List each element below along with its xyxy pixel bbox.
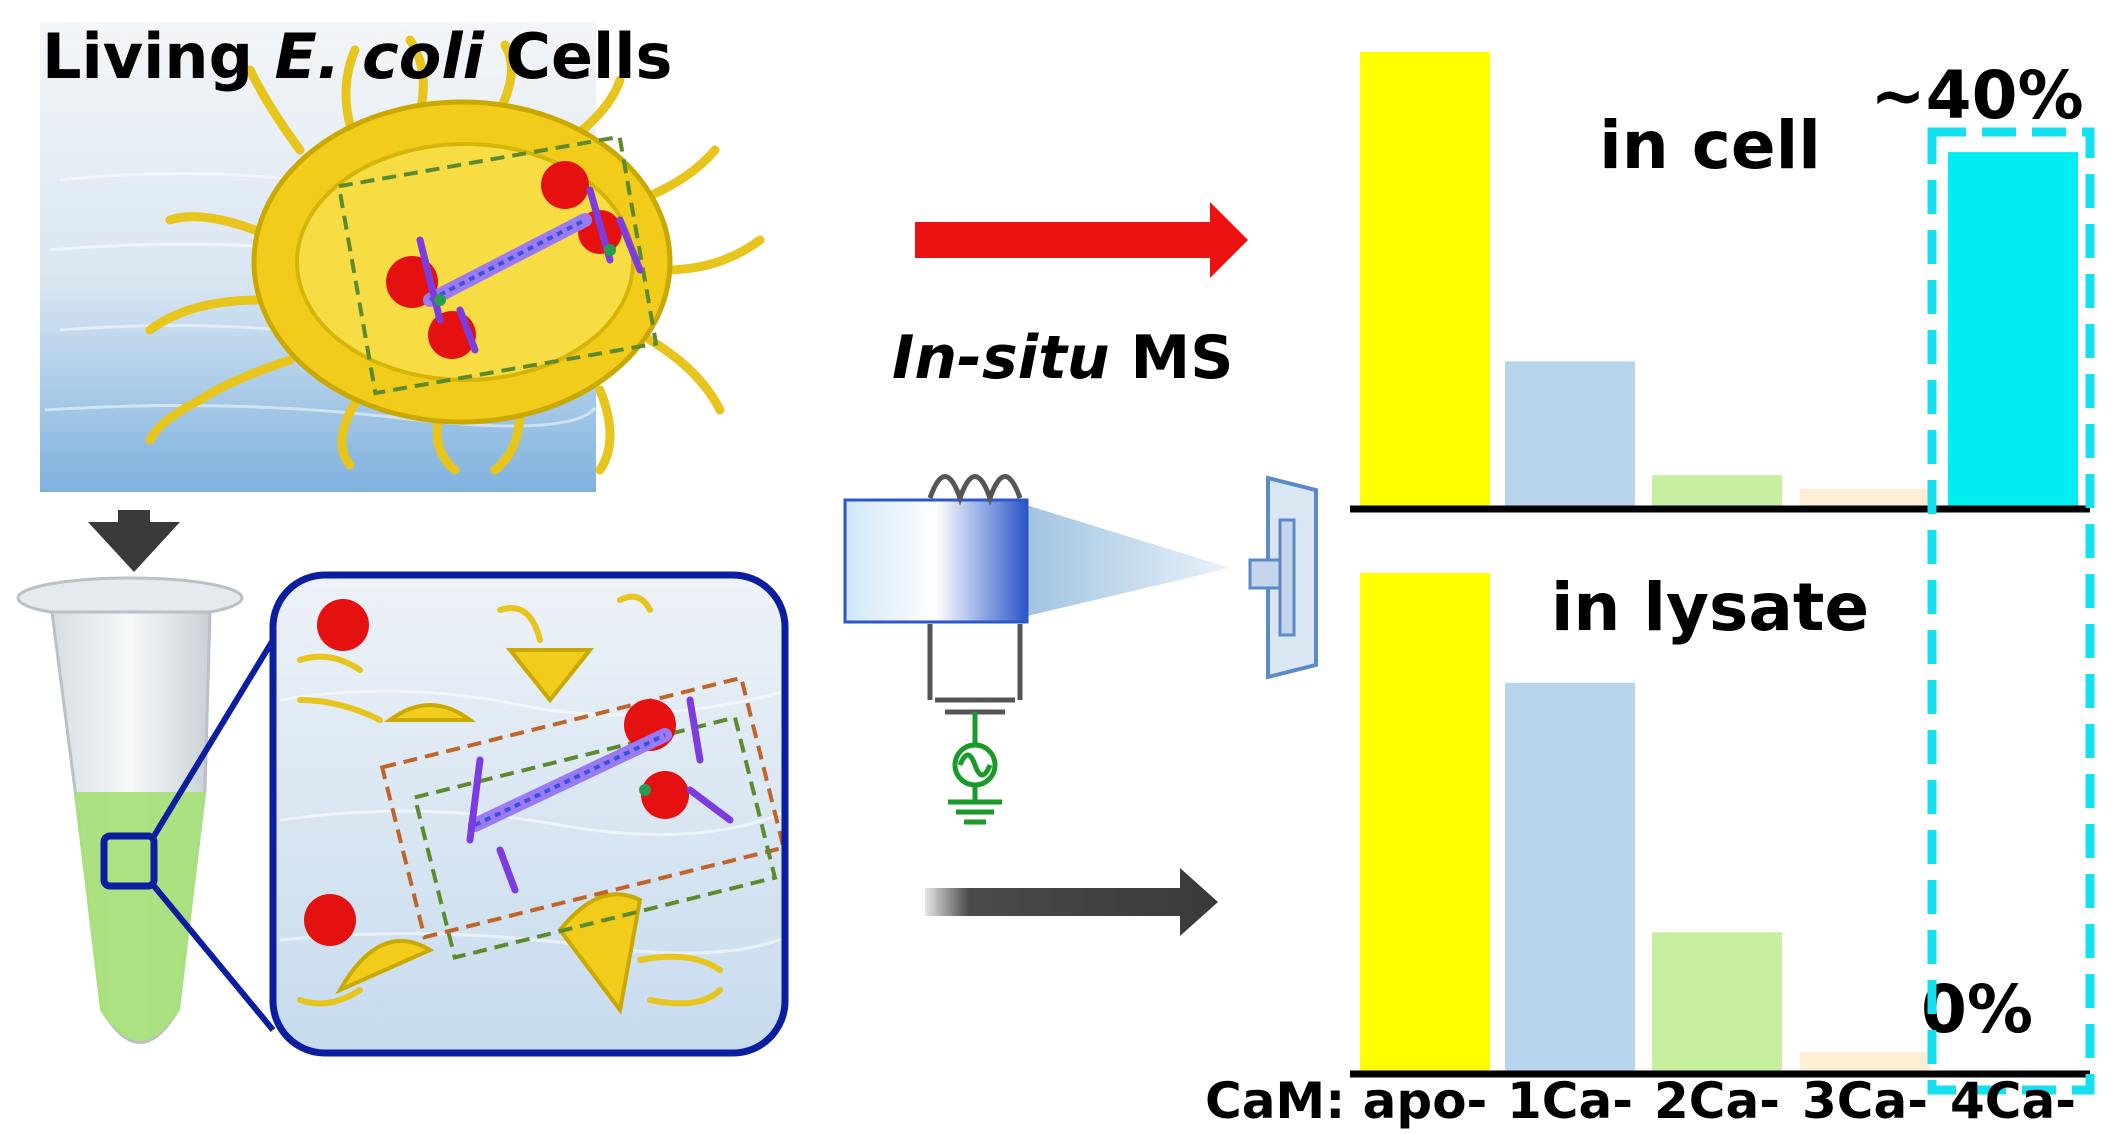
tick-label-3Ca: 3Ca- — [1802, 1072, 1928, 1130]
annotation-in-cell: ~40% — [1870, 57, 2083, 134]
bar-in-cell-1Ca — [1505, 361, 1635, 507]
voltage-source-icon — [948, 712, 1002, 825]
calcium-ion — [304, 894, 356, 946]
lysate-arrow — [925, 868, 1218, 936]
chart-title-in-lysate: in lysate — [1551, 569, 1869, 646]
tick-label-2Ca: 2Ca- — [1654, 1072, 1780, 1130]
legend-prefix: CaM: — [1205, 1072, 1345, 1130]
cell-membrane — [295, 142, 635, 382]
zoom-frame — [269, 571, 789, 1057]
calcium-ion — [317, 599, 369, 651]
down-arrow-icon — [88, 510, 180, 572]
nanospray-emitter — [843, 474, 1230, 825]
debris-fragment — [505, 648, 595, 704]
bar-in-cell-2Ca — [1652, 475, 1782, 507]
ms-inlet — [1248, 475, 1318, 680]
bar-in-lysate-3Ca — [1800, 1052, 1930, 1072]
tube-zoom-marker — [100, 832, 158, 890]
annotation-in-lysate: 0% — [1921, 971, 2033, 1048]
coil — [927, 474, 1023, 715]
debris-fragment — [557, 892, 643, 1015]
bar-in-cell-3Ca — [1800, 488, 1930, 507]
tick-label-4Ca: 4Ca- — [1950, 1072, 2076, 1130]
debris-fragment — [383, 703, 477, 722]
spray-plume — [1010, 500, 1230, 620]
zoom-lines — [151, 638, 276, 1032]
lysate-zoom-panel — [269, 571, 789, 1057]
debris-fragment — [335, 939, 435, 995]
calmodulin-protein — [466, 696, 734, 894]
ecoli-panel: Living E. coli Cells — [40, 20, 765, 492]
tube-icon — [16, 576, 276, 1044]
highlight-4ca-box — [1927, 127, 2095, 1095]
bar-in-lysate-apo — [1360, 573, 1490, 1072]
tick-label-1Ca: 1Ca- — [1507, 1072, 1633, 1130]
cam-selection-box — [336, 134, 659, 396]
bar-charts: in cell in lysate ~40% 0% CaM: apo- 1Ca- 2… — [1205, 52, 2095, 1130]
panel-title: Living E. coli Cells — [42, 20, 672, 93]
cam-selection-box — [412, 715, 778, 960]
tick-label-apo: apo- — [1363, 1072, 1488, 1130]
in-cell-arrow — [915, 202, 1248, 278]
bar-in-cell-4Ca — [1948, 152, 2078, 507]
chart-title-in-cell: in cell — [1599, 107, 1821, 184]
calmodulin-protein — [386, 161, 644, 359]
bar-in-lysate-2Ca — [1652, 932, 1782, 1072]
capillary — [843, 498, 1029, 624]
method-label: In-situ MS — [892, 323, 1233, 393]
cam-selection-box — [379, 675, 785, 940]
bar-in-cell-apo — [1360, 52, 1490, 507]
bar-in-lysate-1Ca — [1505, 682, 1635, 1072]
